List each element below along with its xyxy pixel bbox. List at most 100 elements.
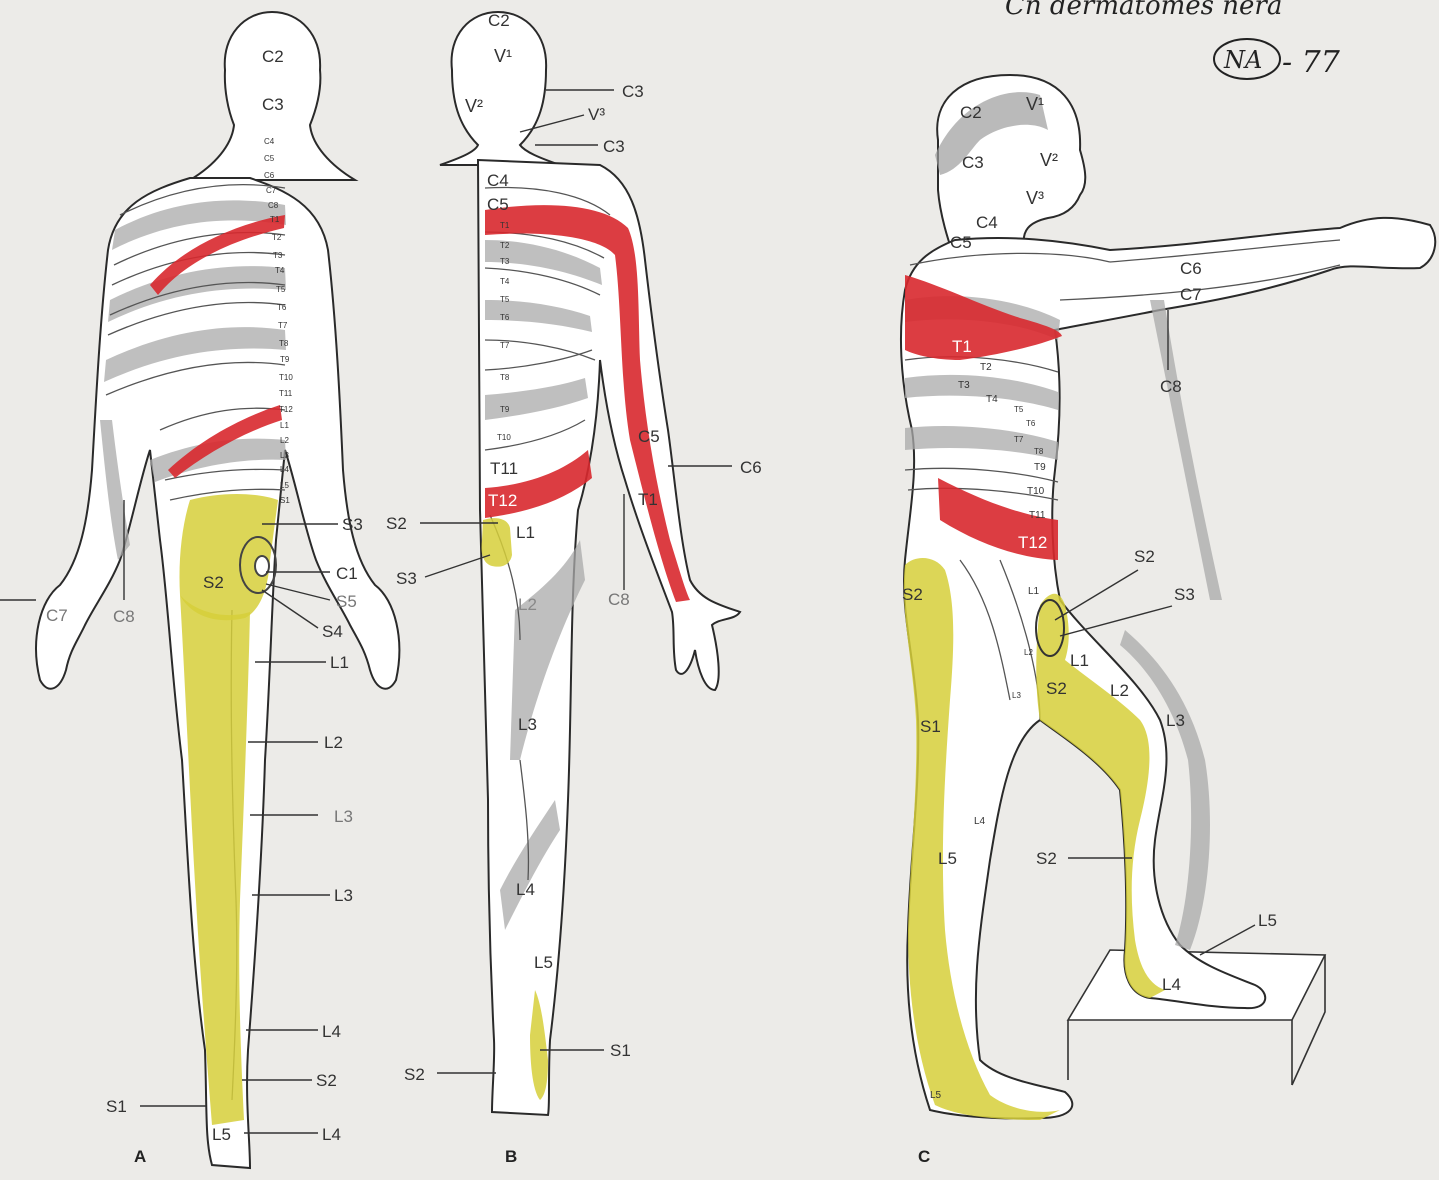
a-l5-foot: L5 xyxy=(212,1125,231,1144)
a-t9: T9 xyxy=(280,355,290,364)
a-s4: S4 xyxy=(322,622,343,641)
handwritten-title: Cn dermatomes nera xyxy=(1005,0,1282,21)
b-l2: L2 xyxy=(518,595,537,614)
a-c5: C5 xyxy=(264,154,275,163)
c-s3: S3 xyxy=(1174,585,1195,604)
b-v3: V³ xyxy=(588,105,605,124)
b-t8: T8 xyxy=(500,373,510,382)
c-l2-small: L2 xyxy=(1024,648,1033,657)
c-s2-leader: S2 xyxy=(1134,547,1155,566)
a-l3: L3 xyxy=(280,451,289,460)
a-l5: L5 xyxy=(280,481,289,490)
a-l3-leg-a: L3 xyxy=(334,807,353,826)
a-t2: T2 xyxy=(272,233,282,242)
b-c8: C8 xyxy=(608,590,630,609)
a-t3: T3 xyxy=(273,251,283,260)
c-v1: V¹ xyxy=(1026,94,1044,114)
a-c1: C1 xyxy=(336,564,358,583)
a-t10: T10 xyxy=(279,373,293,382)
b-c3-lower: C3 xyxy=(603,137,625,156)
c-t9: T9 xyxy=(1034,462,1046,473)
c-t7: T7 xyxy=(1014,435,1024,444)
c-t5: T5 xyxy=(1014,405,1024,414)
a-c7-hand: C7 xyxy=(46,606,68,625)
c-s1: S1 xyxy=(920,717,941,736)
a-l4-leg: L4 xyxy=(322,1022,341,1041)
a-c4: C4 xyxy=(264,137,275,146)
b-c2: C2 xyxy=(488,11,510,30)
a-l1-leg: L1 xyxy=(330,653,349,672)
c-c7: C7 xyxy=(1180,285,1202,304)
c-l3-small: L3 xyxy=(1012,691,1021,700)
b-t1-arm: T1 xyxy=(638,490,658,509)
c-t4: T4 xyxy=(986,394,998,405)
b-v2: V² xyxy=(465,96,483,116)
b-t10: T10 xyxy=(497,433,511,442)
c-l1: L1 xyxy=(1028,586,1040,597)
b-v1: V¹ xyxy=(494,46,512,66)
b-l1: L1 xyxy=(516,523,535,542)
c-t2: T2 xyxy=(980,362,992,373)
b-t2: T2 xyxy=(500,241,510,250)
c-t1: T1 xyxy=(952,337,972,356)
a-t6: T6 xyxy=(277,303,287,312)
a-s2: S2 xyxy=(203,573,224,592)
b-t6: T6 xyxy=(500,313,510,322)
b-s2-foot: S2 xyxy=(404,1065,425,1084)
c-t10: T10 xyxy=(1027,486,1045,497)
a-t8: T8 xyxy=(279,339,289,348)
figure-b-anterior: C2 V¹ V² V³ C3 C3 C4 C5 T1 T2 T3 T4 T5 T… xyxy=(386,11,762,1166)
a-l4-foot: L4 xyxy=(322,1125,341,1144)
c-l5-heel: L5 xyxy=(930,1090,942,1101)
handwritten-annotation: Cn dermatomes nera NA - 77 xyxy=(1005,0,1341,80)
c-c3: C3 xyxy=(962,153,984,172)
b-l3: L3 xyxy=(518,715,537,734)
b-l5: L5 xyxy=(534,953,553,972)
a-t7: T7 xyxy=(278,321,288,330)
b-t1: T1 xyxy=(500,221,510,230)
c-l3: L3 xyxy=(1166,711,1185,730)
a-l2: L2 xyxy=(280,436,289,445)
b-t7: T7 xyxy=(500,341,510,350)
b-t3: T3 xyxy=(500,257,510,266)
a-t4: T4 xyxy=(275,266,285,275)
a-c2: C2 xyxy=(262,47,284,66)
b-t9: T9 xyxy=(500,405,510,414)
b-c5: C5 xyxy=(487,195,509,214)
a-l1: L1 xyxy=(280,421,289,430)
c-c4: C4 xyxy=(976,213,998,232)
b-c3-upper: C3 xyxy=(622,82,644,101)
page-number-text: - 77 xyxy=(1282,45,1341,80)
c-c8: C8 xyxy=(1160,377,1182,396)
c-t12: T12 xyxy=(1018,533,1047,552)
figure-b-head xyxy=(440,12,560,165)
a-s5: S5 xyxy=(336,592,357,611)
b-s1: S1 xyxy=(610,1041,631,1060)
c-l4-foot: L4 xyxy=(1162,975,1181,994)
c-t6: T6 xyxy=(1026,419,1036,428)
b-l4: L4 xyxy=(516,880,535,899)
b-s3: S3 xyxy=(396,569,417,588)
a-c8-arm: C8 xyxy=(113,607,135,626)
c-l2: L2 xyxy=(1110,681,1129,700)
c-l4: L4 xyxy=(974,816,986,827)
c-t11: T11 xyxy=(1029,510,1046,521)
a-c7: C7 xyxy=(266,186,277,195)
circled-text: NA xyxy=(1223,46,1262,74)
c-s2-hip: S2 xyxy=(902,585,923,604)
c-v3: V³ xyxy=(1026,188,1044,208)
c-t3: T3 xyxy=(958,380,970,391)
a-s1-foot: S1 xyxy=(106,1097,127,1116)
b-c6: C6 xyxy=(740,458,762,477)
figure-b-letter: B xyxy=(505,1147,517,1166)
b-s2: S2 xyxy=(386,514,407,533)
b-c5-arm: C5 xyxy=(638,427,660,446)
figure-a-posterior: C2 C3 C4 C5 C6 C7 C8 T1 T2 T3 T4 T5 T6 T… xyxy=(0,12,399,1168)
b-c4: C4 xyxy=(487,171,509,190)
c-c6: C6 xyxy=(1180,259,1202,278)
a-t11: T11 xyxy=(279,389,293,398)
b-t4: T4 xyxy=(500,277,510,286)
c-v2: V² xyxy=(1040,150,1058,170)
